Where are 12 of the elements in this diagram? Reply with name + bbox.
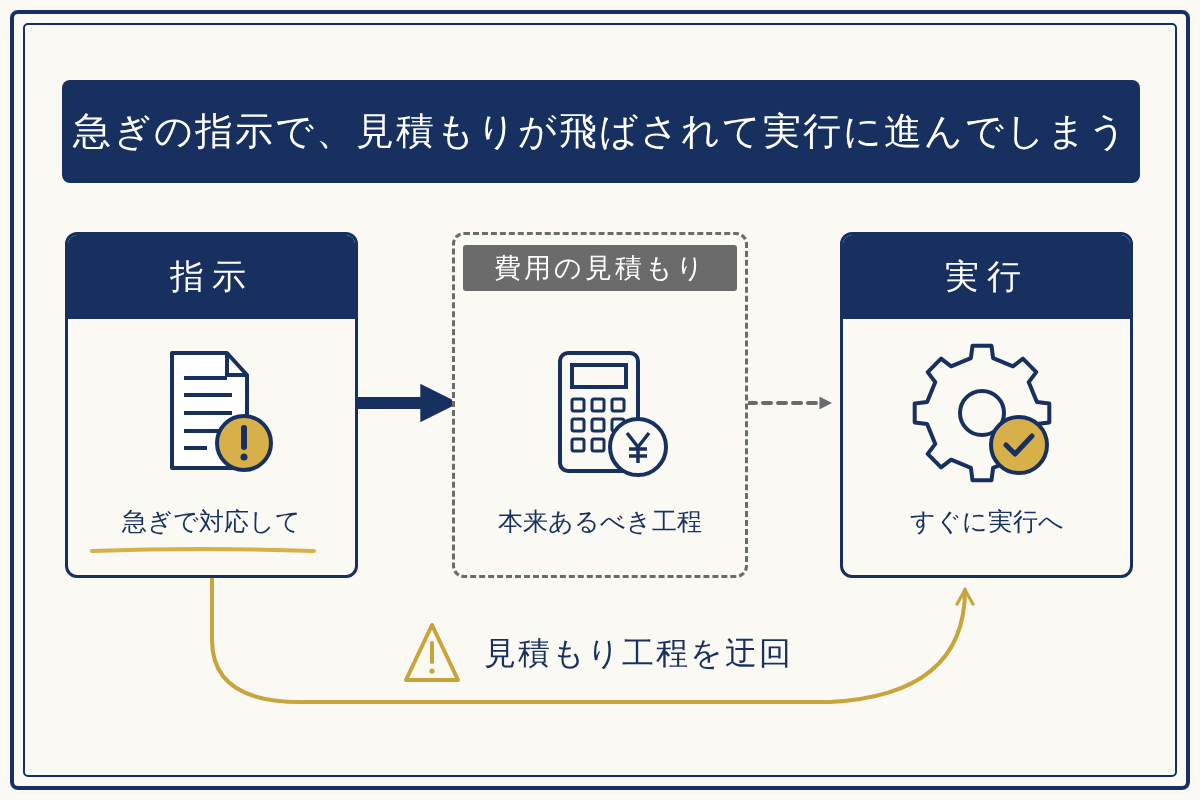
dashed-step-box [452, 232, 748, 578]
step-header: 指示 [68, 235, 355, 319]
step-card [840, 232, 1133, 578]
title-banner: 急ぎの指示で、見積もりが飛ばされて実行に進んでしまう [62, 80, 1140, 183]
step-caption: 本来あるべき工程 [497, 506, 703, 538]
arrow [210, 576, 974, 704]
step-header: 費用の見積もり [463, 245, 737, 291]
step-caption: すぐに実行へ [908, 506, 1065, 538]
arrow [746, 396, 833, 410]
step-header: 実行 [843, 235, 1130, 319]
step-caption: 急ぎで対応して [121, 506, 302, 538]
step-card [65, 232, 358, 578]
